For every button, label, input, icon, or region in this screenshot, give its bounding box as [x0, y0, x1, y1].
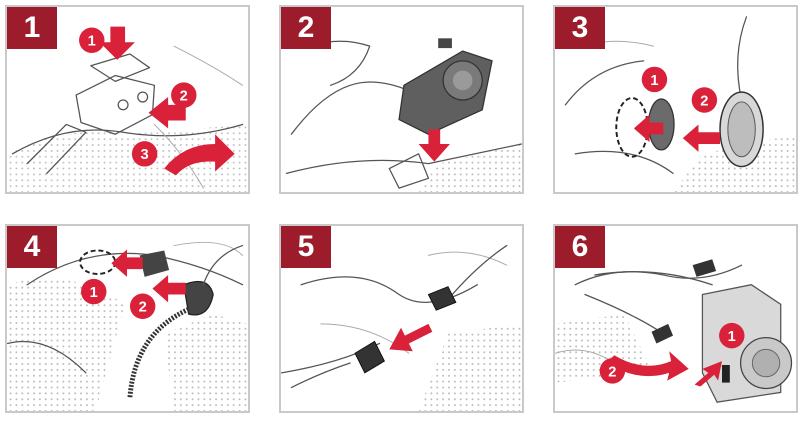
step-number: 4 — [7, 226, 57, 268]
step-4-panel: 1 2 4 — [5, 224, 250, 413]
callout-2: 2 — [171, 82, 196, 107]
left-arrow — [389, 324, 432, 351]
connector-female — [428, 287, 455, 310]
step-6-panel: 1 2 6 — [553, 224, 798, 413]
callout-2: 2 — [692, 87, 717, 112]
port — [722, 365, 730, 383]
connector — [693, 259, 716, 277]
down-arrow — [100, 27, 135, 60]
connector — [652, 324, 674, 344]
callout-1: 1 — [719, 323, 744, 348]
step-number: 6 — [555, 226, 605, 268]
connector-male — [355, 342, 384, 373]
step-number: 3 — [555, 7, 605, 49]
down-arrow — [419, 129, 450, 161]
step-1-panel: 1 2 3 1 — [5, 5, 250, 194]
step-number: 1 — [7, 7, 57, 49]
left-arrow — [152, 275, 185, 302]
svg-text:1: 1 — [728, 329, 736, 345]
svg-text:2: 2 — [700, 93, 708, 109]
callout-3: 3 — [132, 141, 157, 166]
callout-1: 1 — [79, 28, 104, 53]
callout-2: 2 — [130, 294, 155, 319]
step-number: 2 — [281, 7, 331, 49]
svg-text:1: 1 — [650, 73, 658, 89]
step-5-panel: 5 — [279, 224, 524, 413]
svg-text:2: 2 — [608, 364, 616, 380]
left-arrow — [683, 124, 720, 151]
step-2-panel: 2 — [279, 5, 524, 194]
svg-text:2: 2 — [139, 300, 147, 316]
callout-1: 1 — [81, 279, 106, 304]
svg-text:2: 2 — [180, 88, 188, 104]
svg-text:1: 1 — [90, 285, 98, 301]
callout-1: 1 — [642, 67, 667, 92]
mounting-area — [80, 250, 115, 273]
callout-2: 2 — [600, 358, 625, 383]
svg-text:3: 3 — [141, 147, 149, 163]
step-number: 5 — [281, 226, 331, 268]
step-3-panel: 1 2 3 — [553, 5, 798, 194]
svg-text:1: 1 — [88, 34, 96, 50]
